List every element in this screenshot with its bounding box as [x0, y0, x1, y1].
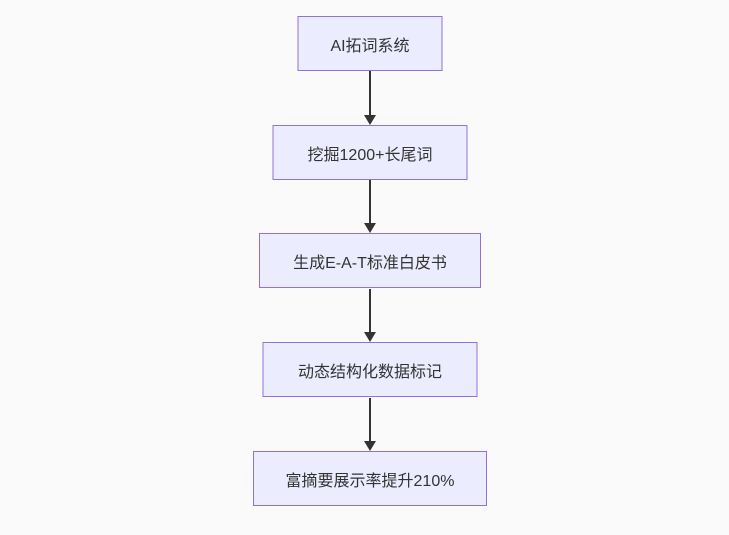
flow-node-rich-snippet-result: 富摘要展示率提升210%: [253, 451, 487, 506]
arrow-down-icon: [364, 398, 376, 451]
arrow-head: [364, 115, 376, 125]
flow-node-structured-data: 动态结构化数据标记: [262, 342, 478, 397]
flow-node-eat-whitepaper: 生成E-A-T标准白皮书: [259, 233, 481, 288]
arrow-line: [369, 289, 371, 332]
flow-node-label: 富摘要展示率提升210%: [285, 472, 455, 490]
arrow-down-icon: [364, 71, 376, 125]
arrow-head: [364, 441, 376, 451]
flow-node-label: 挖掘1200+长尾词: [307, 146, 433, 164]
flow-node-label: 动态结构化数据标记: [297, 363, 442, 381]
arrow-head: [364, 332, 376, 342]
arrow-line: [369, 398, 371, 441]
flow-node-ai-word-expansion: AI拓词系统: [297, 16, 443, 71]
arrow-line: [369, 71, 371, 115]
arrow-head: [364, 223, 376, 233]
arrow-down-icon: [364, 180, 376, 233]
flow-node-label: AI拓词系统: [330, 37, 410, 55]
flow-node-label: 生成E-A-T标准白皮书: [293, 254, 447, 272]
arrow-line: [369, 180, 371, 223]
flow-node-longtail-keywords: 挖掘1200+长尾词: [272, 125, 468, 180]
arrow-down-icon: [364, 289, 376, 342]
